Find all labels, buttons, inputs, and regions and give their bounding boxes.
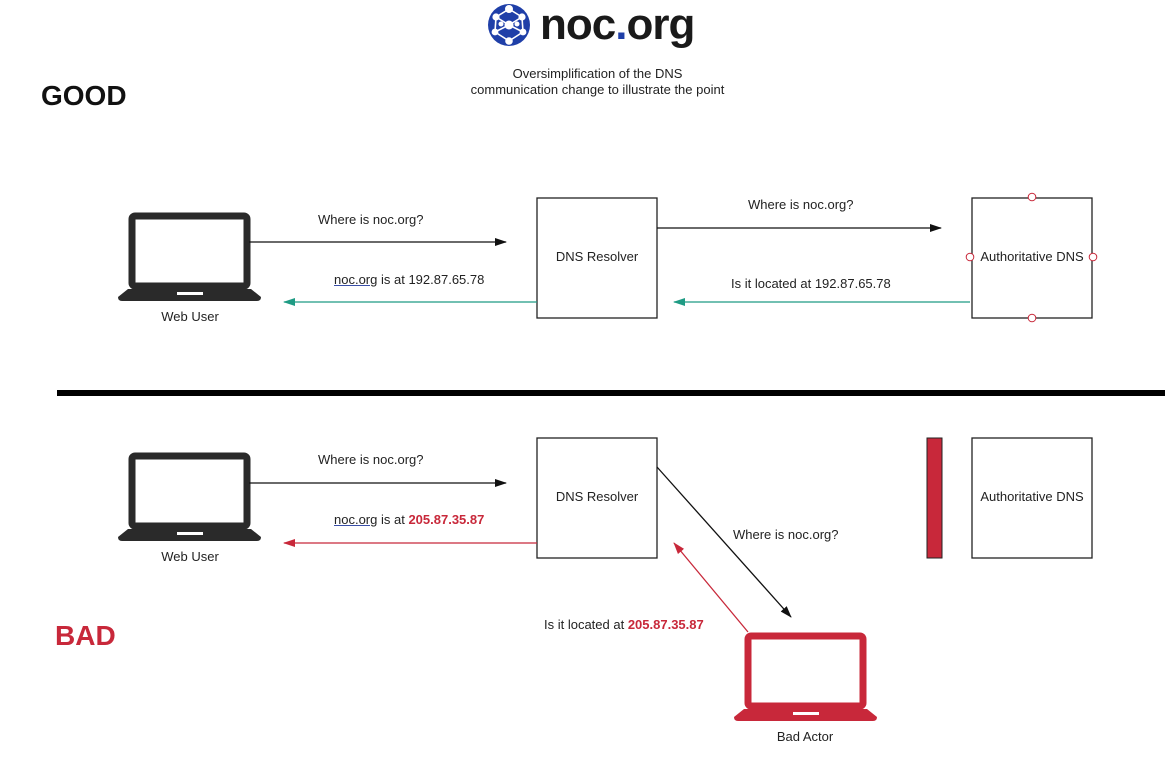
brand-name-suffix: org — [626, 0, 695, 49]
domain-text: noc.org — [334, 272, 378, 287]
authoritative-dns-box — [971, 437, 1093, 559]
domain-text: noc.org — [334, 512, 378, 527]
web-user-laptop-icon — [118, 452, 261, 541]
query-label: Where is noc.org? — [318, 212, 424, 227]
good-heading: GOOD — [41, 80, 127, 111]
spoofed-ip-text: 205.87.35.87 — [408, 512, 485, 527]
bad-actor-label: Bad Actor — [776, 729, 834, 744]
bad-heading: BAD — [55, 620, 116, 651]
reply-prefix-text: Is it located at — [544, 617, 628, 632]
web-user-laptop-icon — [118, 212, 261, 301]
brand-name-prefix: noc — [540, 0, 616, 49]
noc-org-logo: noc.org — [486, 0, 695, 50]
subtitle: Oversimplification of the DNS communicat… — [470, 66, 725, 97]
poisoned-resolver-reply-label: noc.org is at 205.87.35.87 — [334, 512, 484, 527]
dns-resolver-label: DNS Resolver — [555, 489, 639, 504]
authoritative-dns-label: Authoritative DNS — [980, 249, 1084, 264]
section-divider — [57, 390, 1165, 396]
query-label: Where is noc.org? — [733, 527, 839, 542]
dns-resolver-box — [536, 197, 658, 319]
query-label: Where is noc.org? — [748, 197, 854, 212]
globe-icon — [488, 4, 530, 46]
dns-resolver-box — [536, 437, 658, 559]
selection-handles — [965, 192, 1098, 323]
web-user-label: Web User — [161, 549, 219, 564]
blocking-wall — [926, 437, 943, 559]
reply-mid-text: is at — [377, 512, 409, 527]
bad-actor-laptop-icon — [734, 632, 877, 721]
authoritative-dns-box — [971, 197, 1093, 319]
brand-name: noc.org — [540, 0, 695, 50]
poisoned-reply-arrow-bad-actor-to-resolver — [673, 542, 749, 633]
authoritative-dns-label: Authoritative DNS — [980, 489, 1084, 504]
resolver-reply-label: noc.org is at 192.87.65.78 — [334, 272, 484, 287]
reply-rest-text: is at 192.87.65.78 — [377, 272, 485, 287]
brand-name-dot: . — [615, 0, 627, 49]
bad-actor-reply-label: Is it located at 205.87.35.87 — [544, 617, 704, 632]
spoofed-ip-text: 205.87.35.87 — [627, 617, 704, 632]
dns-resolver-label: DNS Resolver — [555, 249, 639, 264]
query-arrow-resolver-to-bad-actor — [656, 466, 792, 618]
web-user-label: Web User — [161, 309, 219, 324]
query-label: Where is noc.org? — [318, 452, 424, 467]
authoritative-reply-label: Is it located at 192.87.65.78 — [731, 276, 891, 291]
